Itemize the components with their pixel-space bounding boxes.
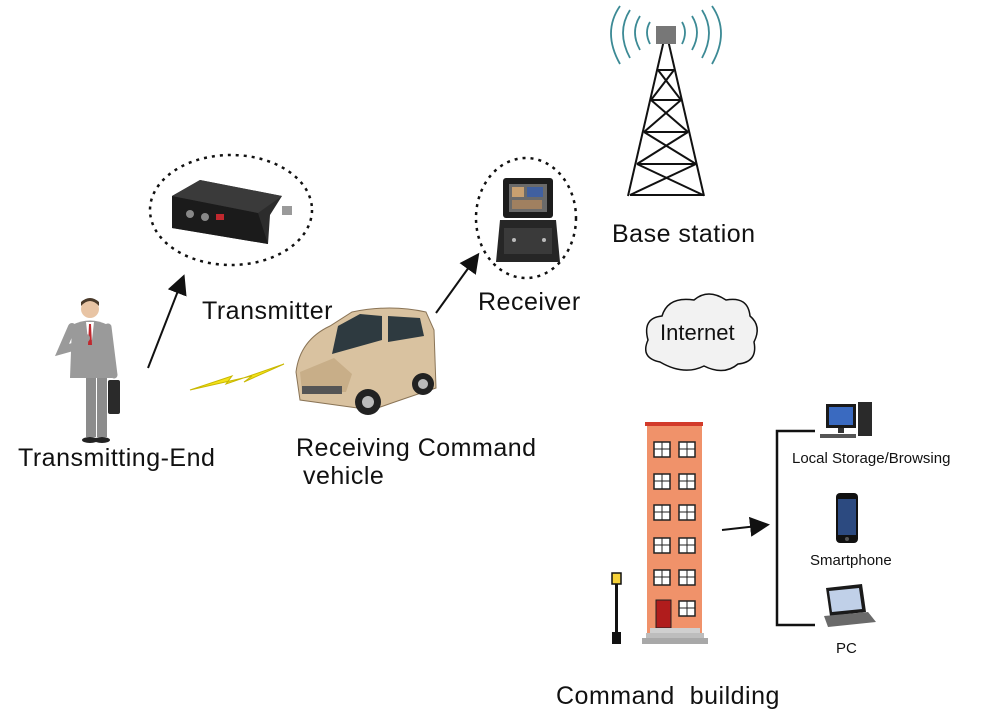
label-internet: Internet	[660, 320, 735, 345]
label-command-building: Command building	[556, 682, 780, 710]
label-receiver: Receiver	[478, 288, 581, 316]
label-receiving-vehicle-line2: vehicle	[303, 462, 385, 490]
label-transmitting-end: Transmitting-End	[18, 444, 216, 472]
label-transmitter: Transmitter	[202, 297, 333, 325]
label-base-station: Base station	[612, 220, 756, 248]
label-smartphone: Smartphone	[810, 552, 892, 569]
label-local-storage: Local Storage/Browsing	[792, 450, 951, 467]
label-pc: PC	[836, 640, 857, 657]
label-receiving-vehicle-line1: Receiving Command	[296, 434, 537, 462]
